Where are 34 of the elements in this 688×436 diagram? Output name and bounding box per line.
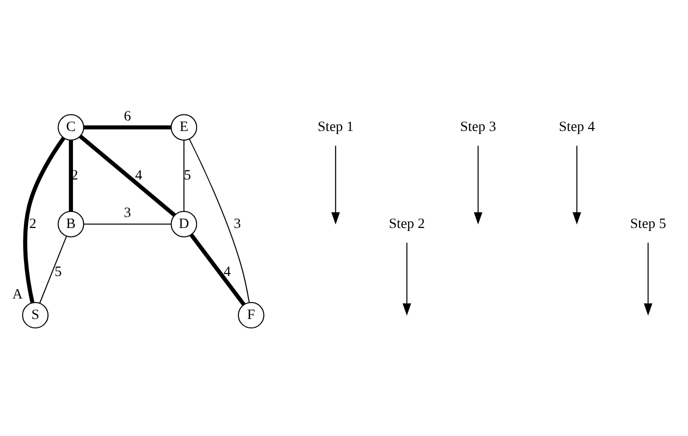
edge-label: 5 <box>184 167 192 184</box>
connector <box>84 223 172 224</box>
connector <box>39 236 67 303</box>
connector <box>190 232 246 306</box>
node-text: Step 1 <box>318 118 354 135</box>
node-circle: C <box>58 114 84 140</box>
node-circle: S <box>22 301 49 328</box>
edge-label: 4 <box>224 264 231 280</box>
connector <box>188 138 250 302</box>
connector <box>84 124 172 129</box>
edge-label: 6 <box>124 108 131 124</box>
edge-label: 5 <box>54 264 62 280</box>
node-circle: E <box>170 114 198 140</box>
node-circle: D <box>170 210 198 237</box>
arrow <box>402 242 412 316</box>
node-circle: B <box>58 210 84 237</box>
connector <box>23 136 66 302</box>
node-text: Step 5 <box>630 215 666 232</box>
node-text: Step 4 <box>558 118 595 135</box>
arrow <box>644 242 652 316</box>
arrow <box>572 145 582 224</box>
node-label: A <box>12 286 23 302</box>
connector <box>183 140 184 211</box>
edge-label: 2 <box>29 215 36 232</box>
arrow <box>474 145 482 224</box>
connector <box>78 134 176 216</box>
connector <box>68 140 73 211</box>
node-text: Step 2 <box>388 215 425 232</box>
edge-label: 3 <box>124 204 131 221</box>
arrow <box>331 145 340 224</box>
edge-label: 4 <box>135 167 142 184</box>
edge-label: 3 <box>234 215 241 232</box>
node-circle: F <box>238 301 264 328</box>
node-text: Step 3 <box>460 118 496 135</box>
